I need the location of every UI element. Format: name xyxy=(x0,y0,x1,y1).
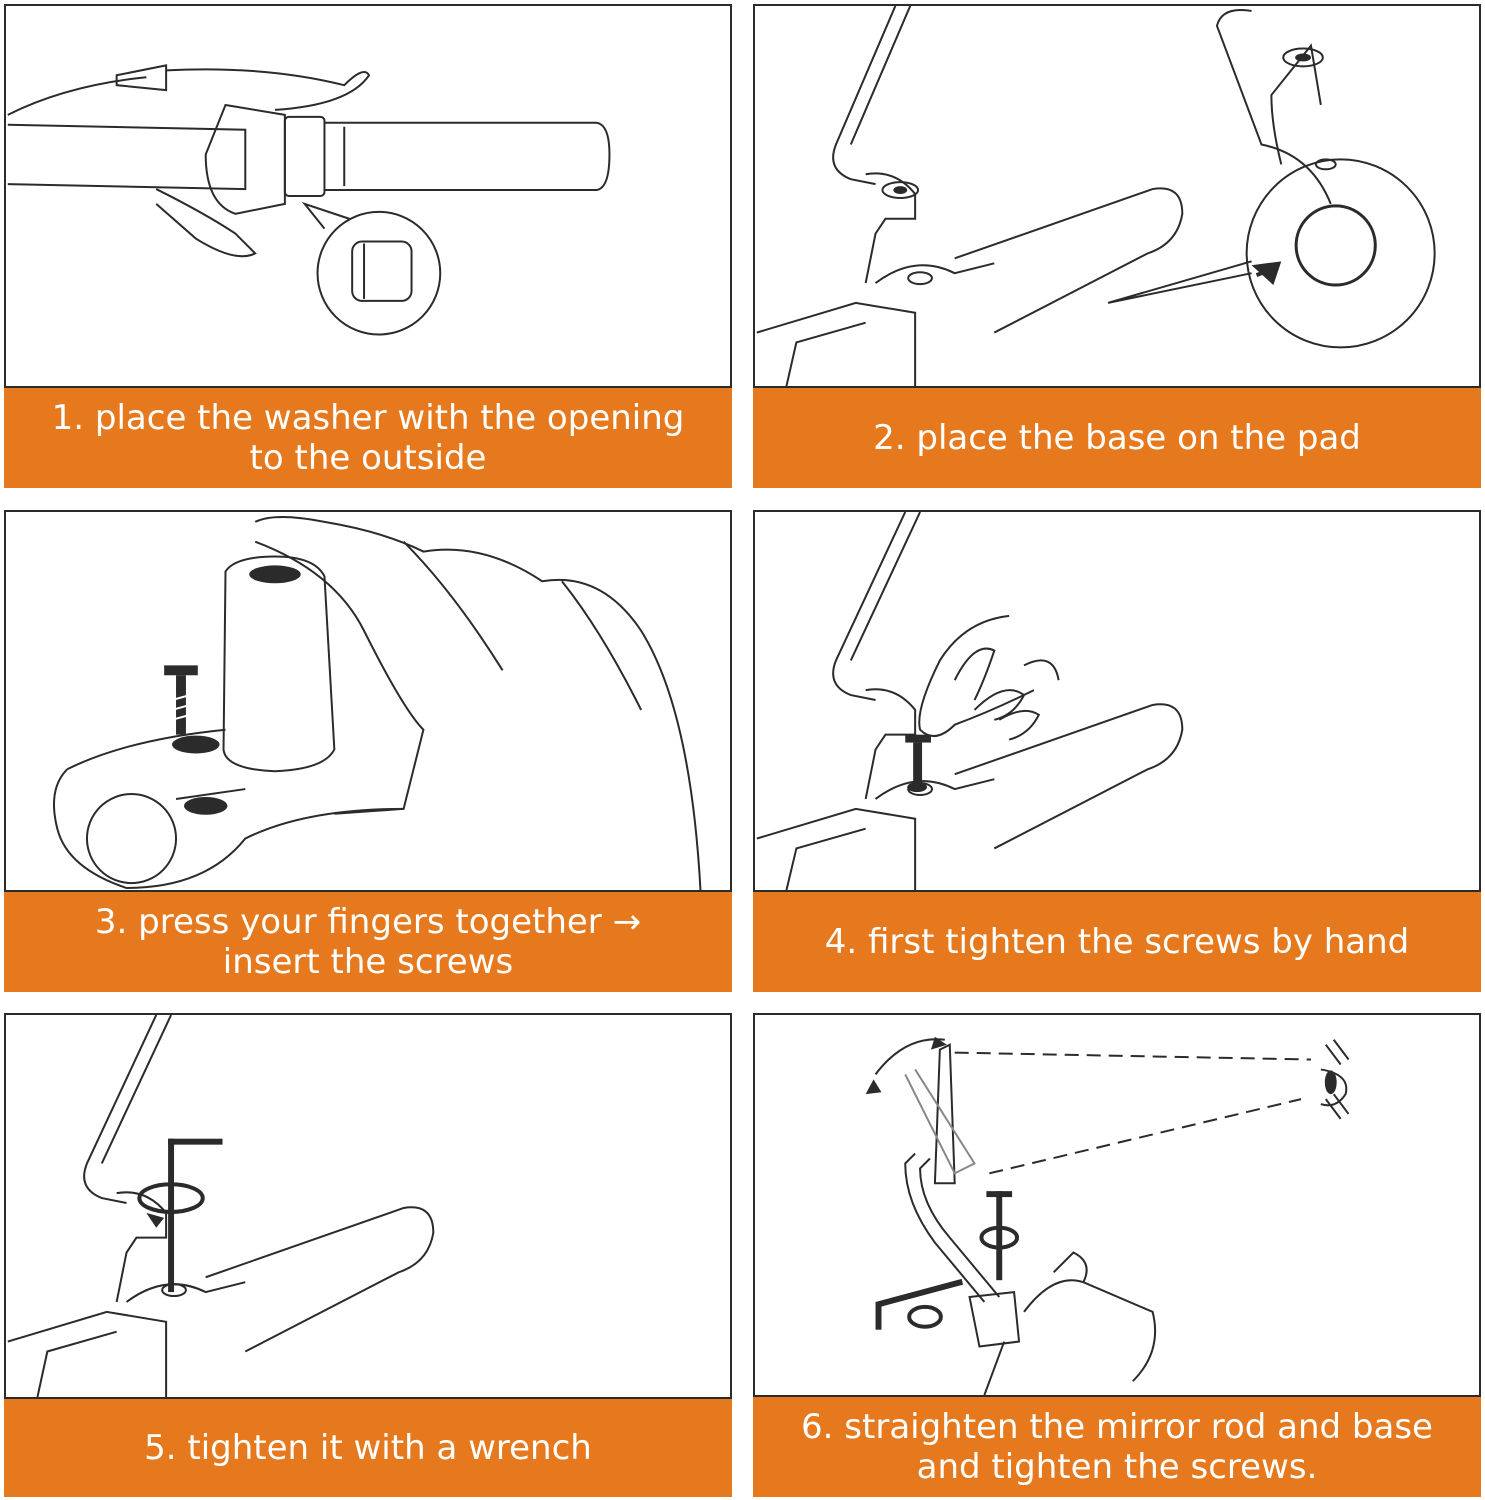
step-1-illustration xyxy=(4,4,732,388)
tighten-with-wrench-drawing xyxy=(6,1015,730,1397)
step-2-panel: 2. place the base on the pad xyxy=(753,4,1481,488)
step-1-panel: 1. place the washer with the opening to … xyxy=(4,4,732,488)
step-5-panel: 5. tighten it with a wrench xyxy=(4,1013,732,1497)
step-3-illustration xyxy=(4,510,732,892)
step-4-caption-text: 4. first tighten the screws by hand xyxy=(824,922,1410,962)
fingers-insert-screws-drawing xyxy=(6,512,730,890)
step-6-caption-text: 6. straighten the mirror rod and base an… xyxy=(801,1407,1433,1487)
tighten-by-hand-drawing xyxy=(755,512,1479,890)
washer-on-handlebar-drawing xyxy=(6,6,730,386)
step-6-panel: 6. straighten the mirror rod and base an… xyxy=(753,1013,1481,1497)
step-5-caption: 5. tighten it with a wrench xyxy=(4,1399,732,1497)
step-2-caption: 2. place the base on the pad xyxy=(753,388,1481,488)
step-6-caption: 6. straighten the mirror rod and base an… xyxy=(753,1397,1481,1497)
step-1-caption: 1. place the washer with the opening to … xyxy=(4,388,732,488)
step-4-illustration xyxy=(753,510,1481,892)
step-6-illustration xyxy=(753,1013,1481,1397)
step-4-caption: 4. first tighten the screws by hand xyxy=(753,892,1481,992)
straighten-mirror-drawing xyxy=(865,1036,1479,1395)
step-2-illustration xyxy=(753,4,1481,388)
step-4-panel: 4. first tighten the screws by hand xyxy=(753,510,1481,992)
base-on-pad-drawing xyxy=(755,6,1479,386)
step-1-caption-text: 1. place the washer with the opening to … xyxy=(51,398,685,478)
step-2-caption-text: 2. place the base on the pad xyxy=(873,418,1361,458)
step-3-panel: 3. press your fingers together → insert … xyxy=(4,510,732,992)
step-5-illustration xyxy=(4,1013,732,1399)
step-3-caption-text: 3. press your fingers together → insert … xyxy=(94,902,642,982)
step-5-caption-text: 5. tighten it with a wrench xyxy=(144,1428,592,1468)
step-3-caption: 3. press your fingers together → insert … xyxy=(4,892,732,992)
